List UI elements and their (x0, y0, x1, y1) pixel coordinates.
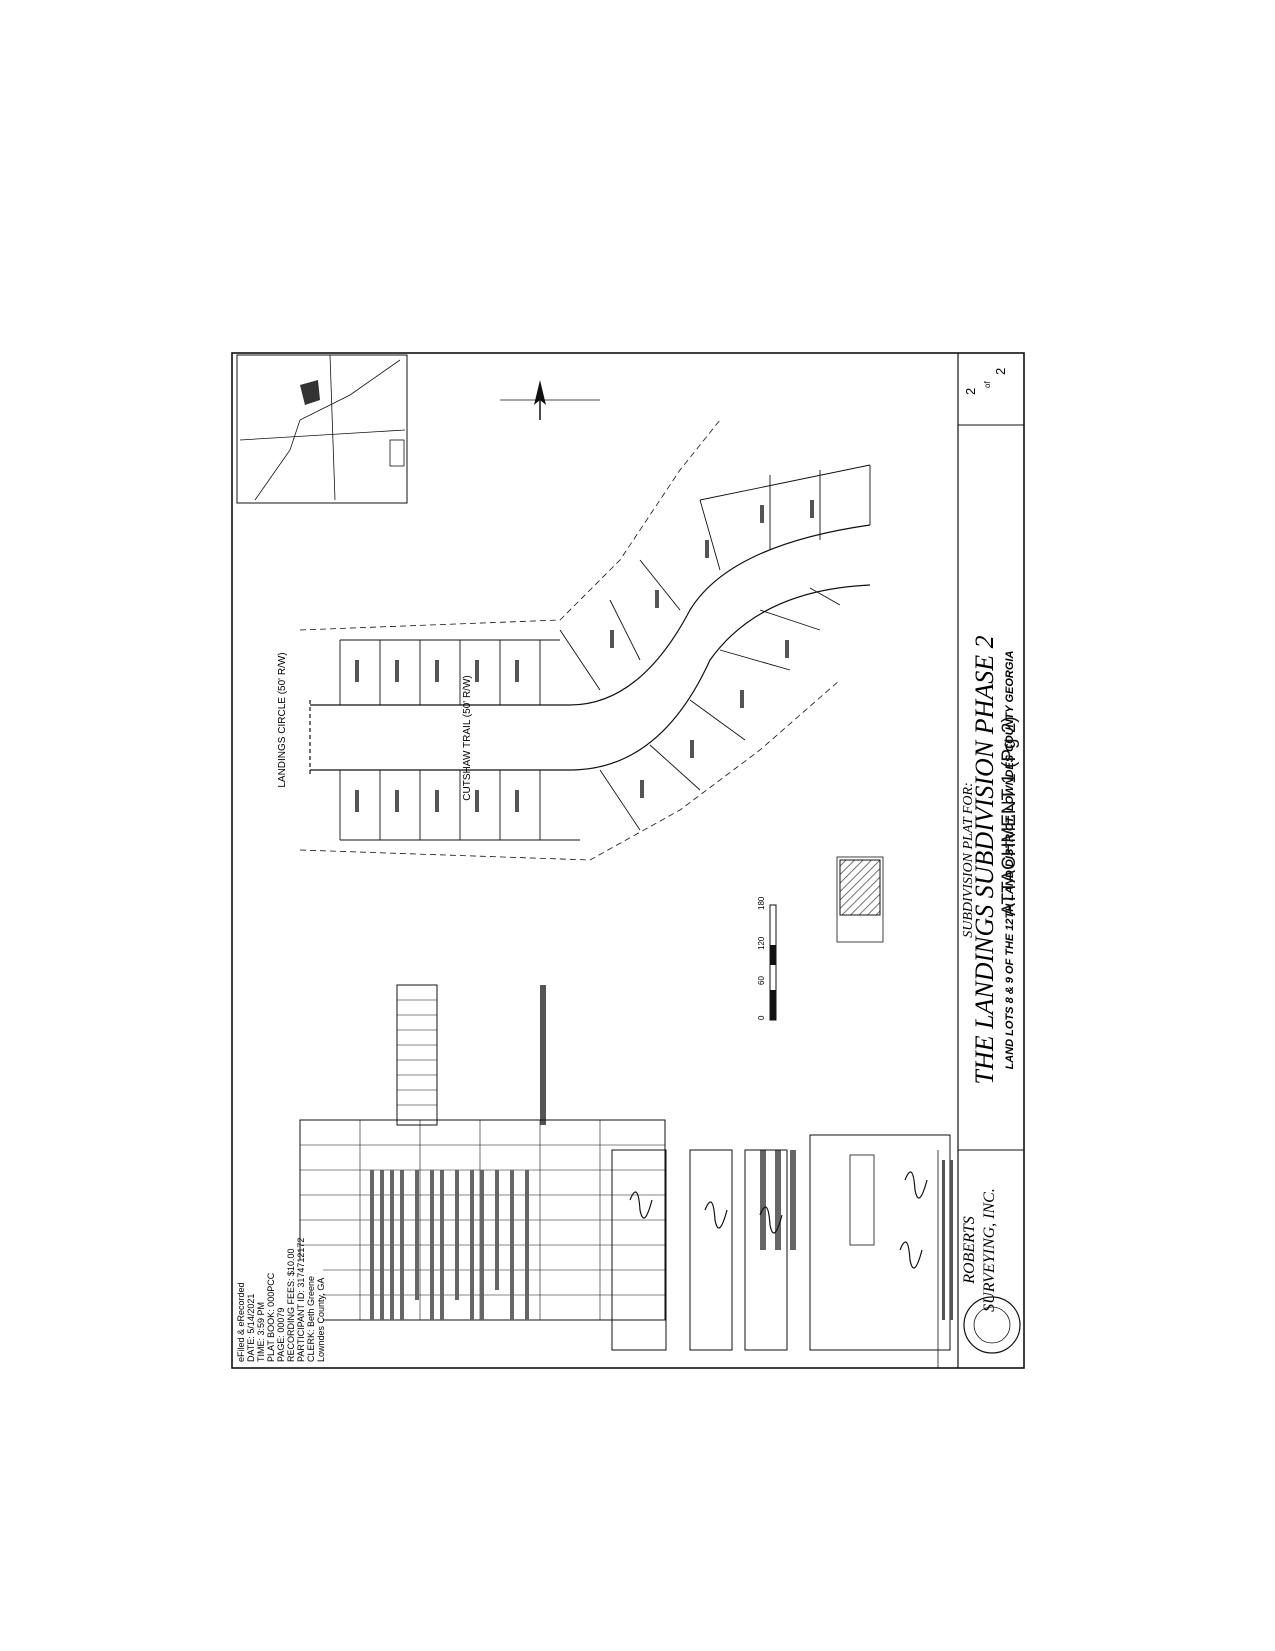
north-arrow (500, 380, 600, 420)
cutshaw-trail-label: CUTSHAW TRAIL (50' R/W) (462, 675, 473, 800)
stamp-line-9: Lowndes County, GA (316, 1278, 326, 1362)
stamp-line-6: RECORDING FEES: $10.00 (286, 1248, 296, 1362)
firm-name-line2: SURVEYING, INC. (981, 1188, 998, 1312)
sheet-of: of (983, 381, 992, 388)
plat-title: THE LANDINGS SUBDIVISION PHASE 2 (970, 635, 999, 1084)
lot-labels (355, 500, 814, 812)
surveyor-seal (963, 1296, 1021, 1354)
lot-lines-lower (339, 587, 841, 841)
stamp-line-8: CLERK: Beth Greene (306, 1276, 316, 1362)
sheet-total: 2 (993, 368, 1008, 375)
sheet-number: 2 (963, 388, 978, 395)
recording-stamp (233, 1260, 323, 1365)
stamp-line-3: TIME: 3:59 PM (256, 1302, 266, 1362)
stamp-line-7: PARTICIPANT ID: 3174712172 (296, 1238, 306, 1362)
signatures (629, 1171, 928, 1269)
legend (760, 1150, 875, 1250)
landings-circle-label: LANDINGS CIRCLE (50' R/W) (277, 652, 288, 787)
hatched-area-symbol (839, 859, 881, 916)
stamp-line-5: PAGE: 00079 (276, 1308, 286, 1362)
road-right-of-way (309, 524, 871, 775)
location-map (236, 354, 408, 504)
approval-signature-boxes (611, 1134, 951, 1351)
curve-table (396, 984, 546, 1126)
stamp-line-1: eFiled & eRecorded (236, 1282, 246, 1362)
stamp-line-4: PLAT BOOK: 000PCC (266, 1272, 276, 1362)
scale-tick-180: 180 (757, 896, 766, 910)
attachment-caption: ATTACHMENT 1 (Pg 2) (999, 716, 1020, 916)
scale-tick-0: 0 (757, 1015, 766, 1020)
scale-tick-60: 60 (757, 976, 766, 985)
sheet-border (231, 352, 1025, 1369)
hatched-area-box (836, 856, 884, 943)
lot-lines-upper (339, 464, 871, 705)
title-prefix: SUBDIVISION PLAT FOR: (961, 782, 976, 938)
scale-bar: 0 60 120 180 (757, 896, 777, 1021)
stamp-line-2: DATE: 5/14/2021 (246, 1294, 256, 1362)
scale-tick-120: 120 (757, 936, 766, 950)
future-development-lines (299, 419, 841, 861)
firm-name-line1: ROBERTS (961, 1216, 978, 1285)
plat-subtitle: LAND LOTS 8 & 9 OF THE 12TH LAND DISTRIC… (1004, 651, 1016, 1070)
revision-block (942, 1160, 953, 1320)
general-notes (370, 1170, 529, 1320)
